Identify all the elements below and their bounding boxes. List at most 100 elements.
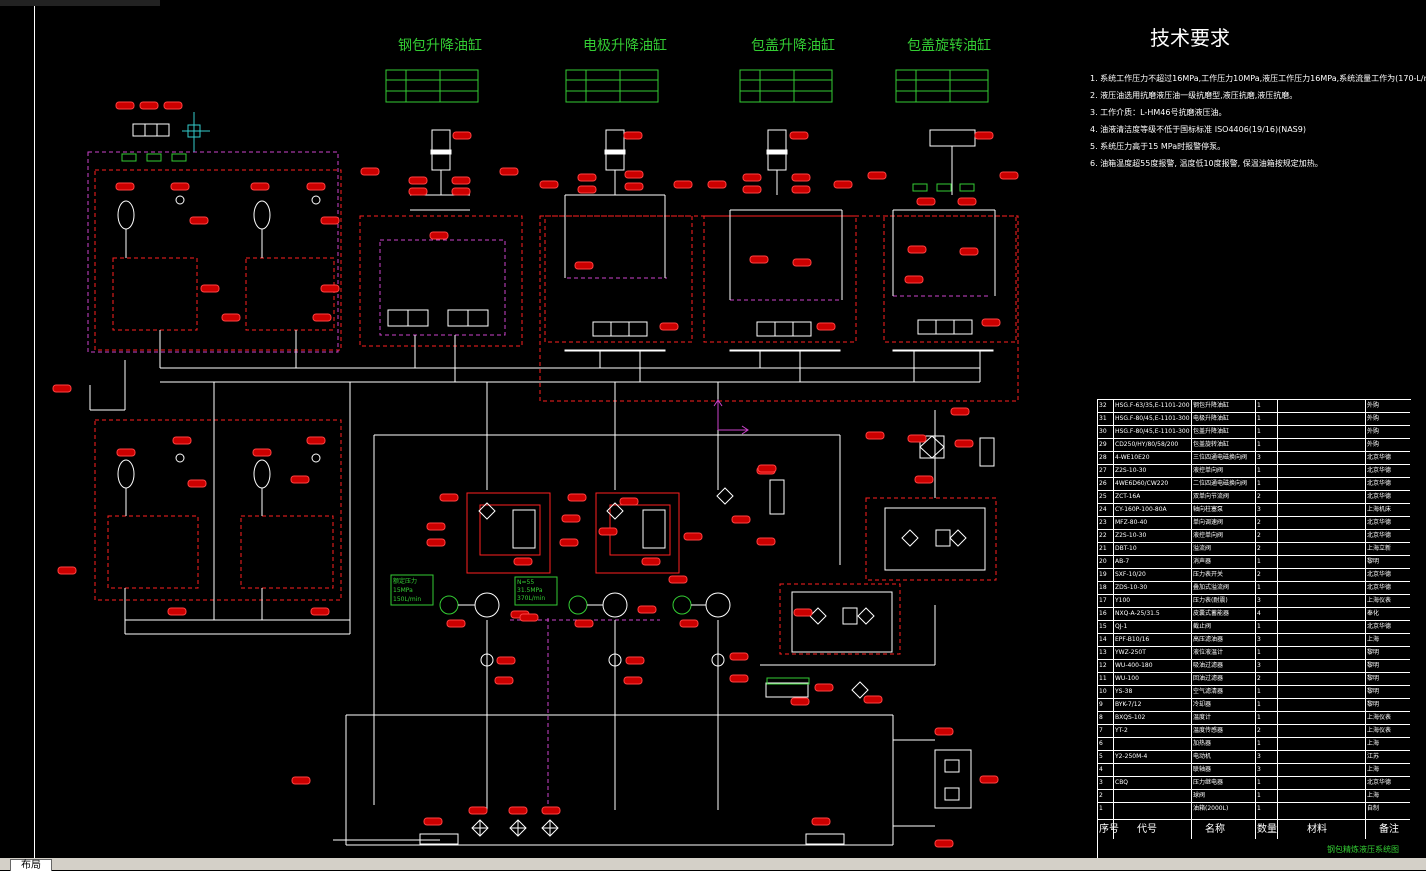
bom-cell: 上海 <box>1367 792 1380 799</box>
cylinder-spec-tables <box>385 69 989 103</box>
bom-column-line <box>1255 399 1256 839</box>
bom-cell: 奉化 <box>1367 610 1380 617</box>
bom-cell: 电极升降油缸 <box>1193 415 1230 422</box>
bom-cell: BYK-7/12 <box>1115 701 1142 708</box>
pumps <box>439 479 785 667</box>
bom-cell: 皮囊式蓄能器 <box>1193 610 1230 617</box>
dashed-subassemblies <box>94 169 1019 655</box>
bom-cell: YT-2 <box>1115 727 1128 734</box>
bom-cell: 24 <box>1099 506 1107 513</box>
bom-cell: 联轴器 <box>1193 766 1212 773</box>
bom-cell: 12 <box>1099 662 1107 669</box>
bom-cell: 液位液温计 <box>1193 649 1224 656</box>
bom-cell: 3 <box>1257 753 1261 760</box>
bom-cell: 1 <box>1257 558 1261 565</box>
bom-cell: 1 <box>1257 740 1261 747</box>
bom-cell: 轴向柱塞泵 <box>1193 506 1224 513</box>
bom-cell: 温度传感器 <box>1193 727 1224 734</box>
bom-cell: 上海 <box>1367 740 1380 747</box>
bom-cell: 29 <box>1099 441 1107 448</box>
bom-cell: 黎明 <box>1367 558 1380 565</box>
bom-cell: 溢流阀 <box>1193 545 1212 552</box>
bom-cell: 北京华德 <box>1367 571 1392 578</box>
bom-cell: 11 <box>1099 675 1107 682</box>
bom-cell: 上海仪表 <box>1367 597 1392 604</box>
bom-cell: 外购 <box>1367 441 1380 448</box>
bom-cell: 温度计 <box>1193 714 1212 721</box>
bom-column-line <box>1365 399 1366 839</box>
bom-cell: 1 <box>1257 402 1261 409</box>
bom-cell: 2 <box>1257 727 1261 734</box>
bom-cell: 加热器 <box>1193 740 1212 747</box>
bom-cell: 消声器 <box>1193 558 1212 565</box>
bom-cell: 3 <box>1099 779 1103 786</box>
drawing-frame <box>34 6 1426 858</box>
bom-cell: 1 <box>1257 584 1261 591</box>
spec-note-1: 1. 系统工作压力不超过16MPa,工作压力10MPa,液压工作压力16MPa,… <box>1090 74 1426 83</box>
bom-cell: 单向调速阀 <box>1193 519 1224 526</box>
bom-cell: 1 <box>1257 415 1261 422</box>
bom-cell: 压力继电器 <box>1193 779 1224 786</box>
pump-label-1: 额定压力 <box>393 578 418 585</box>
bom-cell: 北京华德 <box>1367 454 1392 461</box>
directional-valves <box>387 309 994 352</box>
bom-cell: 28 <box>1099 454 1107 461</box>
bom-cell: 上海仪表 <box>1367 727 1392 734</box>
bom-cell: 3 <box>1257 506 1261 513</box>
bom-cell: 1 <box>1099 805 1103 812</box>
bom-cell: 2 <box>1257 493 1261 500</box>
bom-cell: WU-400-180 <box>1115 662 1153 669</box>
bom-cell: 25 <box>1099 493 1107 500</box>
bom-cell: 1 <box>1257 623 1261 630</box>
bom-cell: 高压滤油器 <box>1193 636 1224 643</box>
bom-cell: EPF-B10/16 <box>1115 636 1150 643</box>
bom-cell: CBQ <box>1115 779 1129 786</box>
bom-cell: 3 <box>1257 662 1261 669</box>
bom-cell: 2 <box>1099 792 1103 799</box>
bom-cell: 1 <box>1257 714 1261 721</box>
bom-cell: 2 <box>1257 545 1261 552</box>
bom-column-line <box>1277 399 1278 839</box>
bom-cell: 包盖旋转油缸 <box>1193 441 1230 448</box>
manifold-block <box>132 123 170 137</box>
bom-cell: 2 <box>1257 519 1261 526</box>
bom-column-line <box>1113 399 1114 839</box>
bom-cell: 油箱(2000L) <box>1193 805 1229 812</box>
bom-cell: BXQS-102 <box>1115 714 1146 721</box>
tab-layout[interactable]: 布局 <box>10 859 52 871</box>
bom-cell: 上海 <box>1367 636 1380 643</box>
bom-cell: 15 <box>1099 623 1107 630</box>
bom-cell: Y2-250M-4 <box>1115 753 1148 760</box>
bom-cell: 上海机床 <box>1367 506 1392 513</box>
bom-cell: 1 <box>1257 649 1261 656</box>
spec-note-3: 3. 工作介质：L-HM46号抗磨液压油。 <box>1090 108 1227 117</box>
pump-spec-note: 额定压力 15MPa 150L/min <box>393 577 421 604</box>
bom-cell: Z2S-10-30 <box>1115 467 1147 474</box>
bom-cell: 1 <box>1257 441 1261 448</box>
bom-cell: HSG.F-63/35,E-1101-200 <box>1115 402 1190 409</box>
bom-cell: 9 <box>1099 701 1103 708</box>
cylinder-title-2: 电极升降油缸 <box>583 38 667 54</box>
bom-cell: 2 <box>1257 571 1261 578</box>
bom-cell: 3 <box>1257 636 1261 643</box>
green-labels <box>121 153 975 685</box>
bom-cell: 4-WE10E20 <box>1115 454 1150 461</box>
bom-cell: CY-160P-100-80A <box>1115 506 1167 513</box>
pump-label-2: 15MPa <box>393 587 413 594</box>
bom-cell: 1 <box>1257 779 1261 786</box>
bom-cell: 8 <box>1099 714 1103 721</box>
bom-cell: 20 <box>1099 558 1107 565</box>
